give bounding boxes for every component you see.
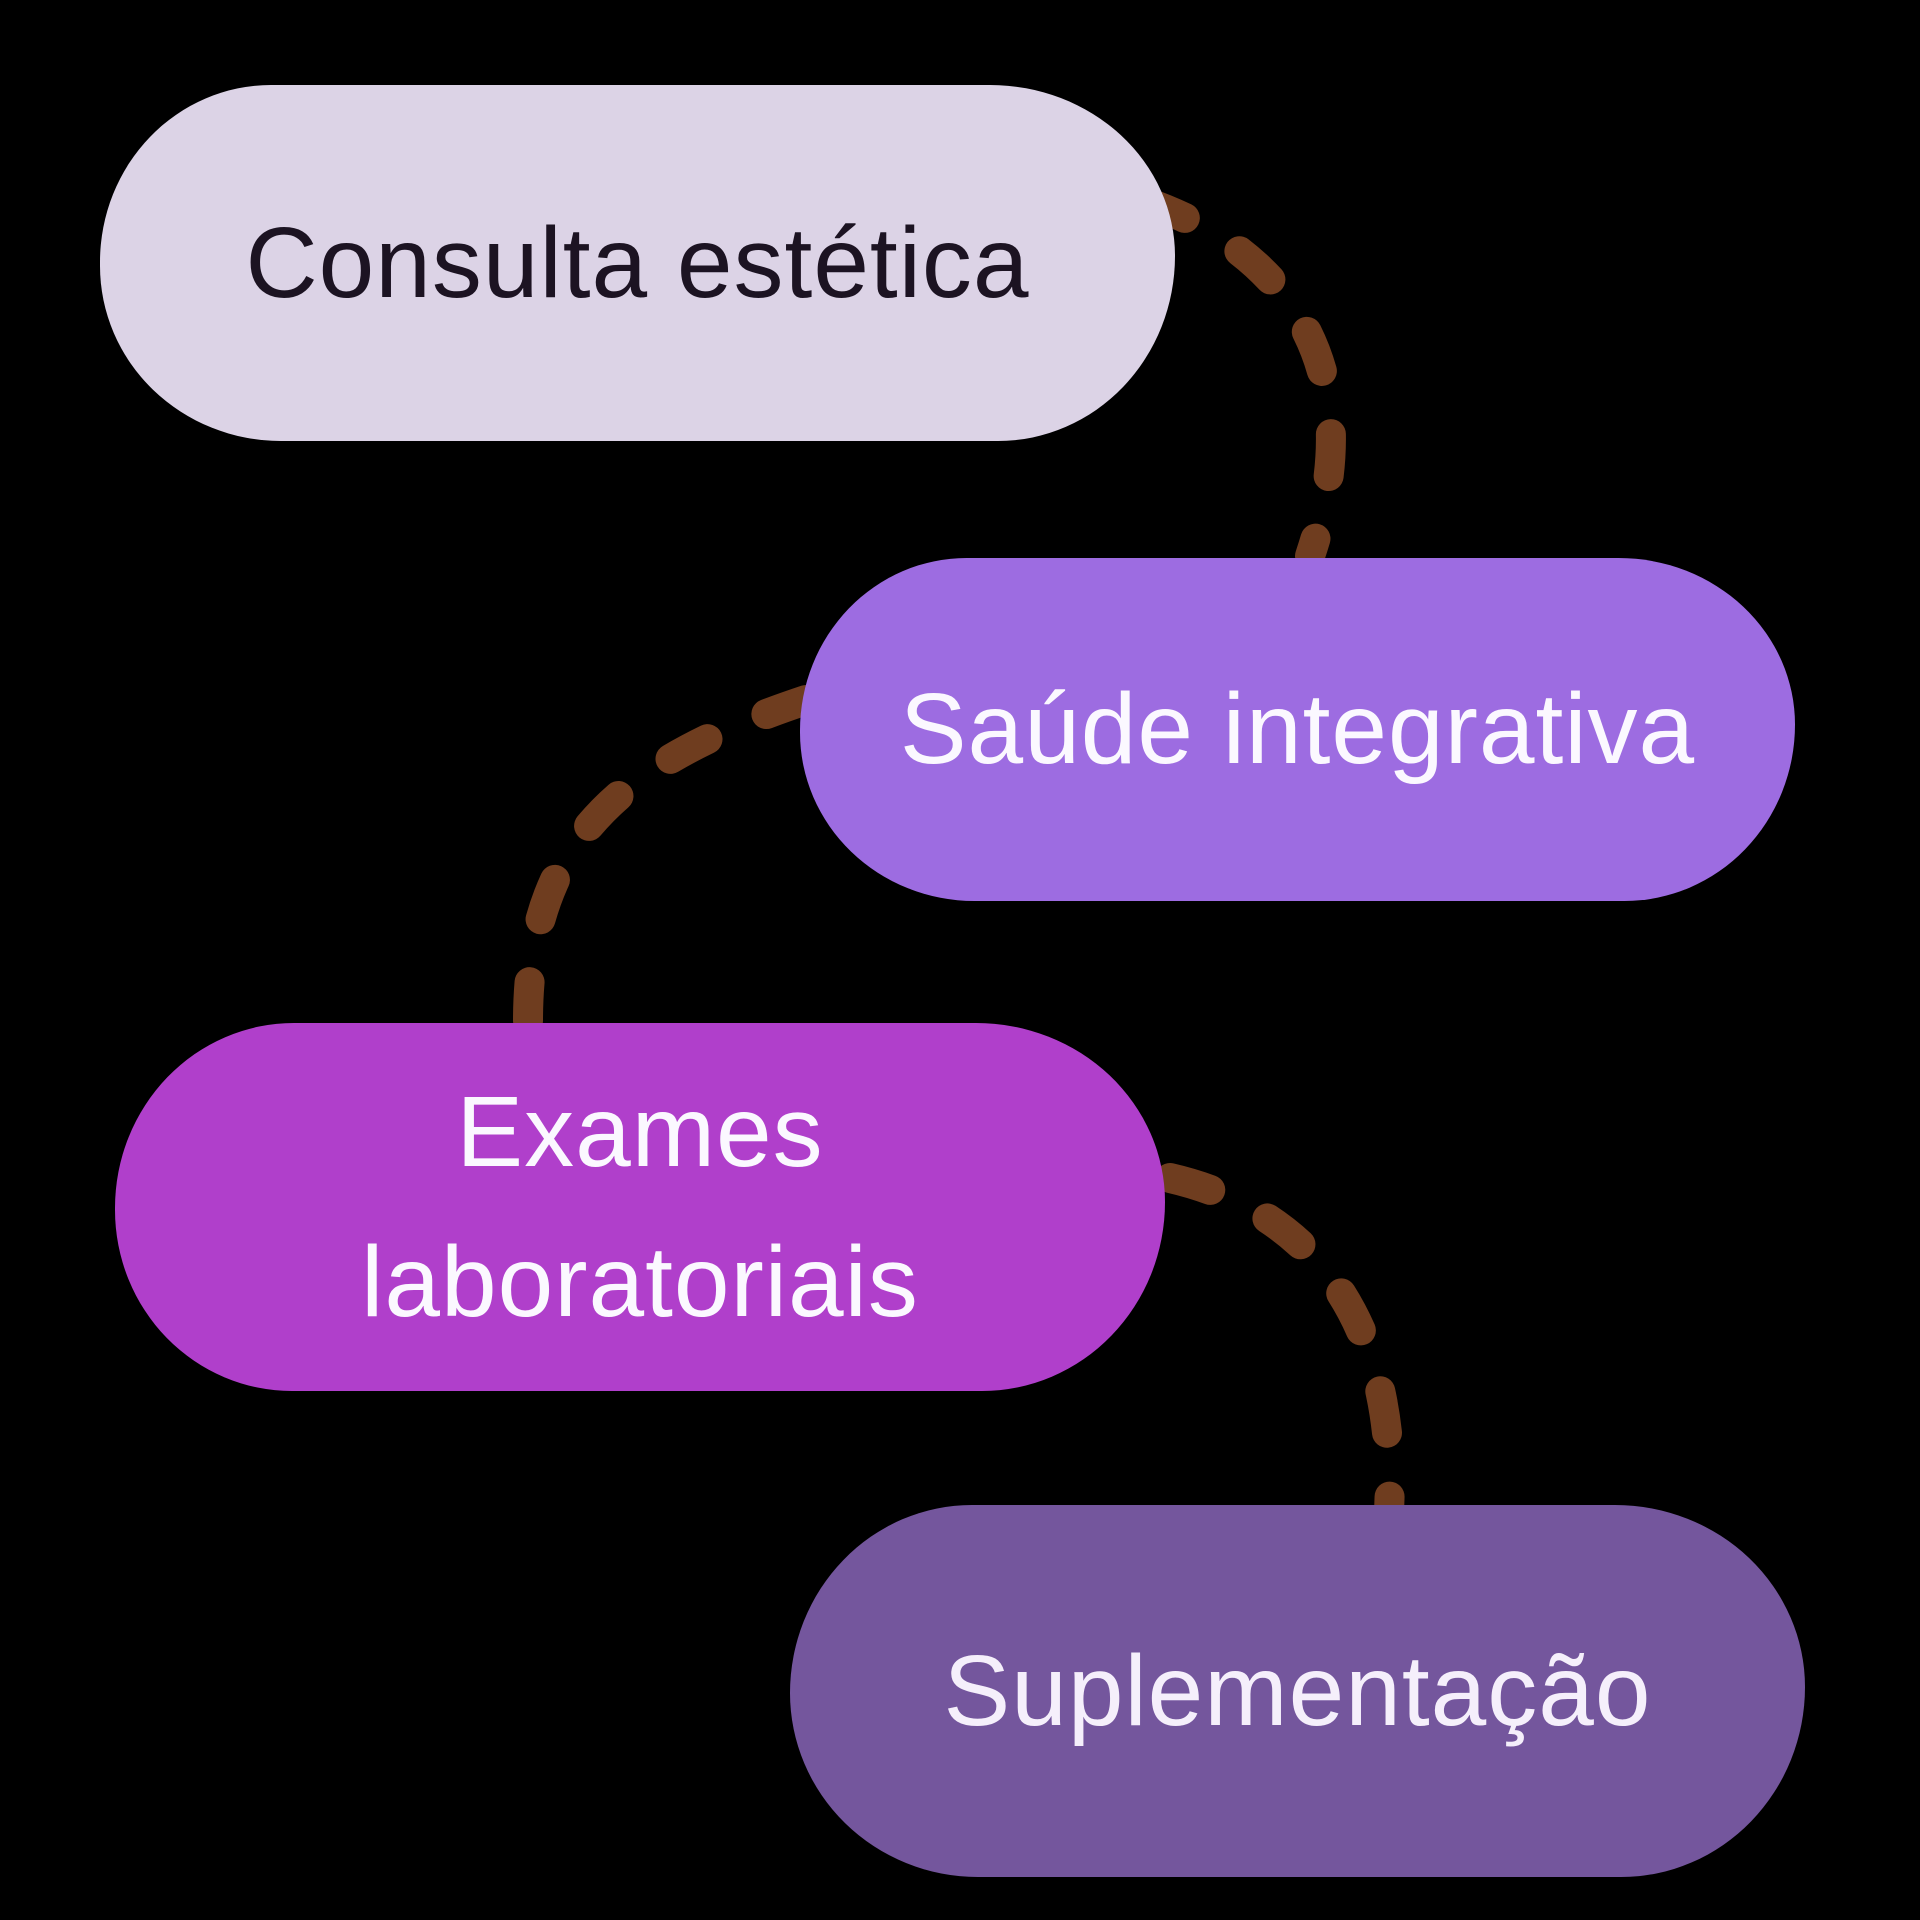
- connector-saude-to-exames: [513, 685, 821, 1036]
- node-exames-laboratoriais-line1: Exames: [456, 1076, 824, 1188]
- node-consulta-estetica-label: Consulta estética: [245, 206, 1030, 319]
- node-consulta-estetica: Consulta estética: [100, 85, 1175, 441]
- node-exames-laboratoriais: Exames laboratoriais: [115, 1023, 1165, 1391]
- node-suplementacao: Suplementação: [790, 1505, 1805, 1877]
- node-saude-integrativa: Saúde integrativa: [800, 558, 1795, 901]
- connector-consulta-to-saude: [1131, 187, 1346, 571]
- node-exames-laboratoriais-line2: laboratoriais: [361, 1226, 919, 1338]
- node-exames-laboratoriais-label: Exames laboratoriais: [361, 1057, 919, 1357]
- connector-exames-to-suplementacao: [1155, 1163, 1405, 1543]
- node-suplementacao-label: Suplementação: [943, 1634, 1652, 1747]
- node-saude-integrativa-label: Saúde integrativa: [899, 673, 1696, 785]
